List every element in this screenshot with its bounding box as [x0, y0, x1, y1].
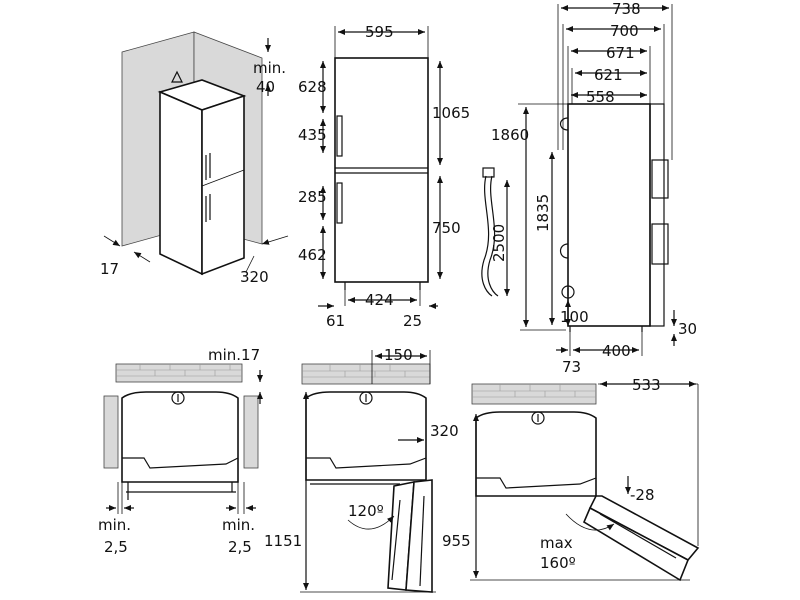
socket-icon: [359, 391, 373, 405]
top1-min-right-b: 2,5: [228, 538, 252, 556]
isometric-view: min. 40 17 320: [100, 31, 289, 286]
socket-icon: [531, 411, 545, 425]
side-1835-label: 1835: [534, 194, 552, 232]
front-1065-label: 1065: [432, 104, 470, 122]
top1-min-right-a: min.: [222, 516, 255, 534]
side-621-label: 621: [594, 66, 623, 84]
top2-1151-label: 1151: [264, 532, 302, 550]
top3-955-label: 955: [442, 532, 471, 550]
front-width-label: 595: [365, 23, 394, 41]
top1-min-left-a: min.: [98, 516, 131, 534]
top1-min-left-b: 2,5: [104, 538, 128, 556]
side-738-label: 738: [612, 0, 641, 18]
front-61-label: 61: [326, 312, 345, 330]
iso-left-gap: 17: [100, 260, 119, 278]
top2-150-label: 150: [384, 346, 413, 364]
plug-icon: [482, 167, 495, 178]
top3-max-label: max: [540, 534, 573, 552]
top1-min17-label: min.17: [208, 346, 260, 364]
iso-min-value: 40: [256, 78, 275, 96]
top3-angle-label: 160º: [540, 554, 576, 572]
top2-320-label: 320: [430, 422, 459, 440]
top3-minus28-label: -28: [630, 486, 655, 504]
side-100-label: 100: [560, 308, 589, 326]
iso-min-label: min.: [253, 59, 286, 77]
top-view-door-120: 150 320 120º 1151: [264, 346, 459, 593]
top-view-door-160: 533 -28 max 160º 955: [442, 376, 700, 582]
front-750-label: 750: [432, 219, 461, 237]
socket-icon: [561, 285, 575, 299]
front-628-label: 628: [298, 78, 327, 96]
cable-length-label: 2500: [490, 224, 508, 262]
socket-icon: [171, 391, 185, 405]
side-671-label: 671: [606, 44, 635, 62]
front-285-label: 285: [298, 188, 327, 206]
side-73-label: 73: [562, 358, 581, 376]
front-25-label: 25: [403, 312, 422, 330]
top-view-clearance: min.17 min. 2,5 min. 2,5: [98, 346, 263, 556]
top3-533-label: 533: [632, 376, 661, 394]
front-462-label: 462: [298, 246, 327, 264]
side-view: 738 700 671 621 558 1860 1835 100 30 73 …: [491, 0, 697, 376]
top2-angle-label: 120º: [348, 502, 384, 520]
side-558-label: 558: [586, 88, 615, 106]
up-arrow-icon: [171, 70, 183, 83]
side-700-label: 700: [610, 22, 639, 40]
power-cable: 2500: [481, 167, 510, 297]
side-400-label: 400: [602, 342, 631, 360]
front-view: 595 628 435 285 462 1065 750 424 61 25: [298, 23, 470, 330]
side-1860-label: 1860: [491, 126, 529, 144]
side-30-label: 30: [678, 320, 697, 338]
front-424-label: 424: [365, 291, 394, 309]
front-435-label: 435: [298, 126, 327, 144]
iso-right-gap: 320: [240, 268, 269, 286]
